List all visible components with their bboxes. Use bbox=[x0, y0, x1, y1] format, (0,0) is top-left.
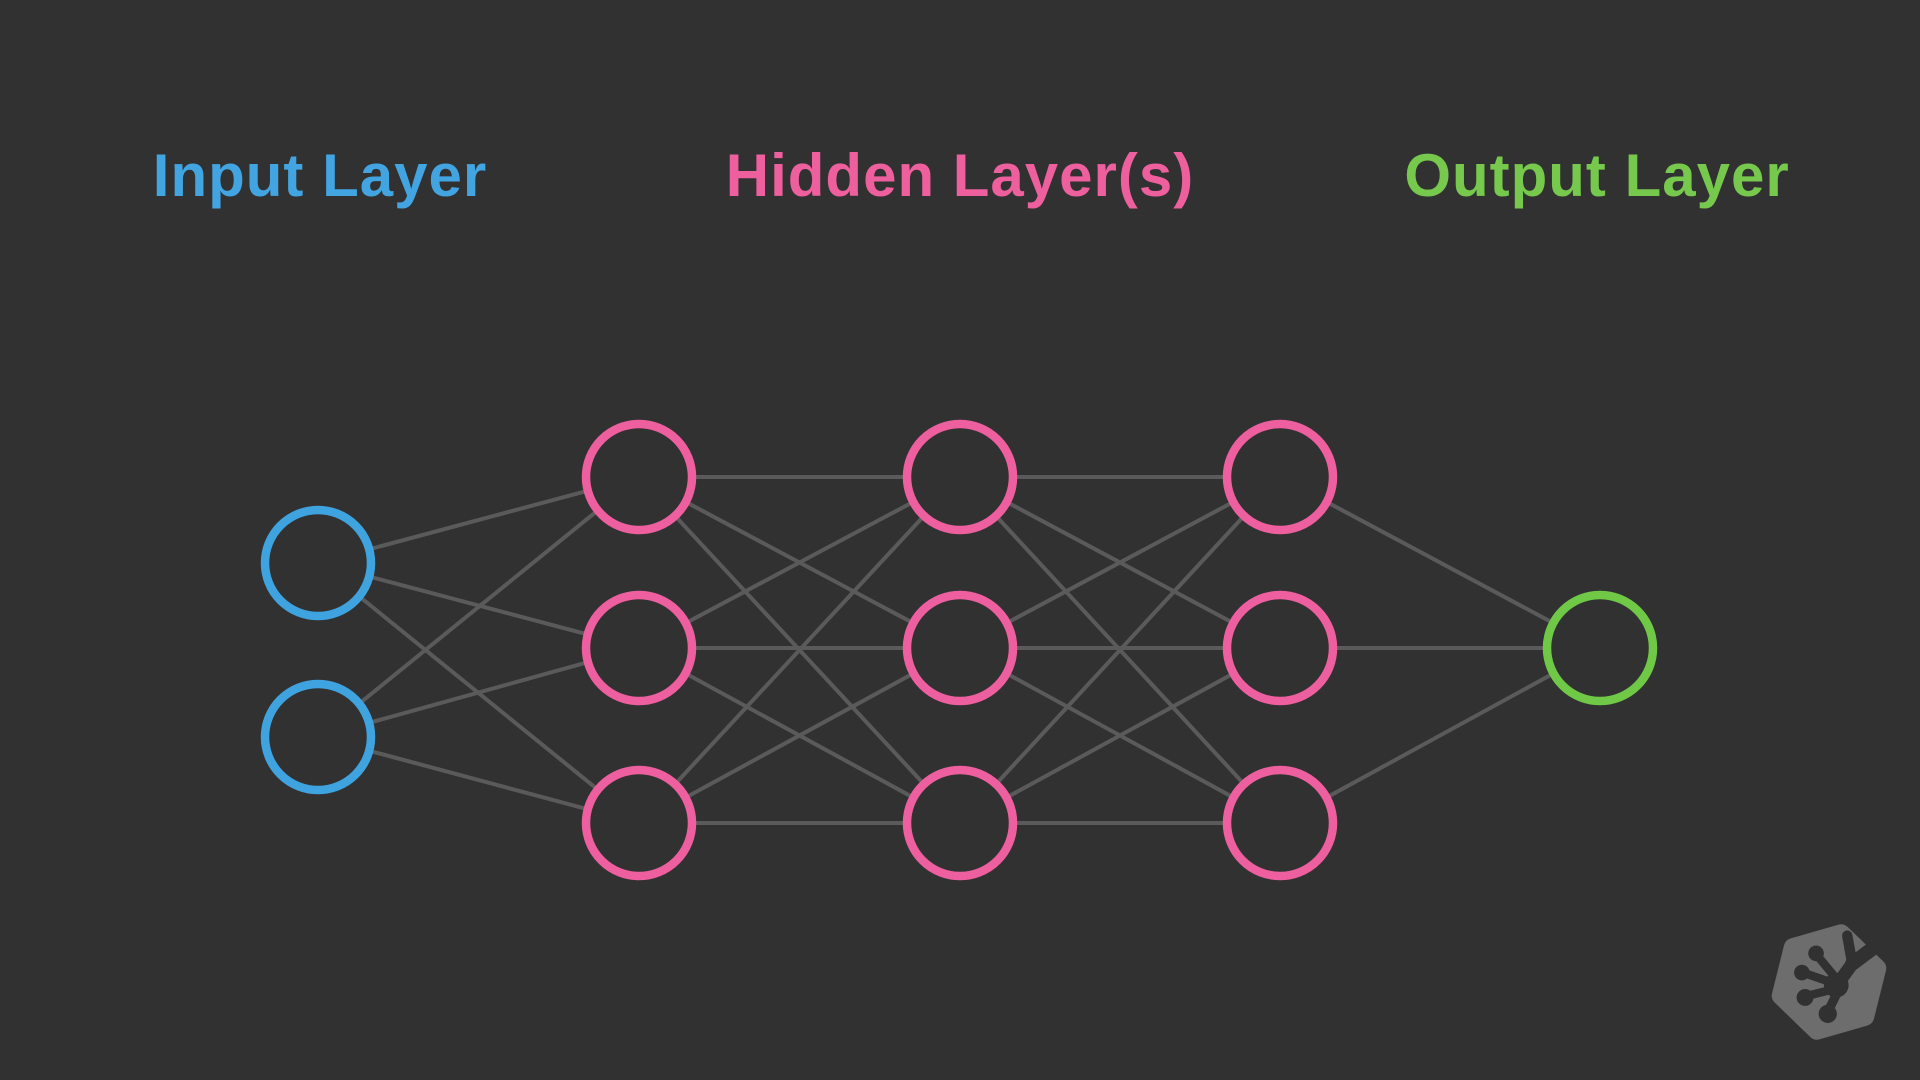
node-hidden-2-1 bbox=[902, 419, 1018, 535]
layer-output bbox=[1542, 590, 1658, 706]
node-hidden-1-1 bbox=[581, 419, 697, 535]
edge-hidden-2-to-hidden-3 bbox=[959, 646, 1281, 825]
node-output-1 bbox=[1542, 590, 1658, 706]
edge-hidden-3-to-output bbox=[1279, 646, 1601, 825]
edge-hidden-2-to-hidden-3 bbox=[959, 475, 1281, 650]
node-hidden-1-2 bbox=[581, 590, 697, 706]
edge-hidden-1-to-hidden-2 bbox=[637, 475, 962, 825]
node-hidden-3-3 bbox=[1222, 765, 1338, 881]
node-hidden-1-3 bbox=[581, 765, 697, 881]
hidden-layer-label: Hidden Layer(s) bbox=[725, 142, 1195, 209]
node-hidden-3-2 bbox=[1222, 590, 1338, 706]
layer-hidden-3 bbox=[1222, 419, 1338, 881]
layer-hidden-1 bbox=[581, 419, 697, 881]
input-layer-label: Input Layer bbox=[152, 142, 488, 209]
edge-input-to-hidden-1 bbox=[316, 475, 641, 739]
node-input-1 bbox=[260, 505, 376, 621]
edge-hidden-1-to-hidden-2 bbox=[638, 646, 961, 825]
layer-hidden-2 bbox=[902, 419, 1018, 881]
node-hidden-2-2 bbox=[902, 590, 1018, 706]
logo-footprint bbox=[1794, 924, 1894, 1023]
lizard-footprint-logo bbox=[1771, 924, 1894, 1040]
edge-hidden-2-to-hidden-3 bbox=[958, 475, 1282, 825]
node-hidden-3-1 bbox=[1222, 419, 1338, 535]
node-input-2 bbox=[260, 679, 376, 795]
layer-input bbox=[260, 505, 376, 795]
node-hidden-2-3 bbox=[902, 765, 1018, 881]
output-layer-label: Output Layer bbox=[1404, 142, 1790, 209]
edge-hidden-3-to-output bbox=[1279, 475, 1601, 650]
edge-hidden-1-to-hidden-2 bbox=[638, 475, 961, 650]
